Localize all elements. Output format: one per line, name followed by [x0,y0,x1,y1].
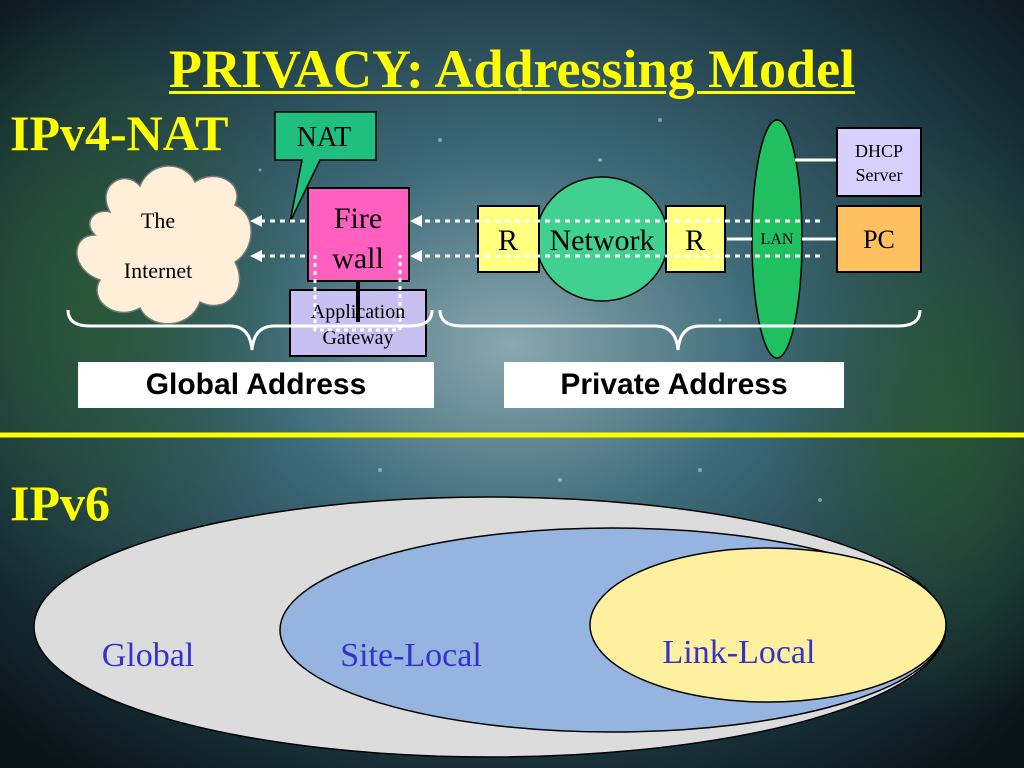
dhcp-label-line2: Server [856,165,903,185]
router-left [477,205,540,273]
pc-box [836,205,922,273]
gateway-label-line1: Application [311,301,405,323]
link-local-label: Link-Local [663,634,816,671]
router-right-label: R [685,224,705,257]
firewall-label-line1: Fire [334,202,382,235]
internet-label-line2: Internet [124,258,192,283]
internet-label-line1: The [141,208,175,233]
global-label: Global [102,637,195,674]
firewall-label-line2: wall [332,242,384,275]
lan-label: LAN [761,231,794,248]
ipv6-heading: IPv6 [10,475,110,531]
private-brace [438,309,922,351]
global-address-label: Global Address [78,362,434,408]
router-left-label: R [498,224,518,257]
gateway-label-line2: Gateway [322,327,393,349]
internet-cloud [76,165,252,325]
site-local-label: Site-Local [340,637,482,674]
firewall-box [307,187,410,282]
link-local-ellipse [589,547,947,703]
slide-title: PRIVACY: Addressing Model [0,38,1024,100]
dhcp-label-line1: DHCP [855,141,903,161]
router-right [665,205,726,273]
global-brace [66,309,434,351]
network-label: Network [550,224,655,257]
slide-title-text: PRIVACY: Addressing Model [168,39,856,99]
ipv4-heading: IPv4-NAT [10,105,229,161]
nat-callout [274,111,377,223]
pc-label: PC [863,225,895,254]
private-address-label: Private Address [504,362,844,408]
dhcp-server-box [836,127,922,197]
nat-label: NAT [297,122,351,153]
